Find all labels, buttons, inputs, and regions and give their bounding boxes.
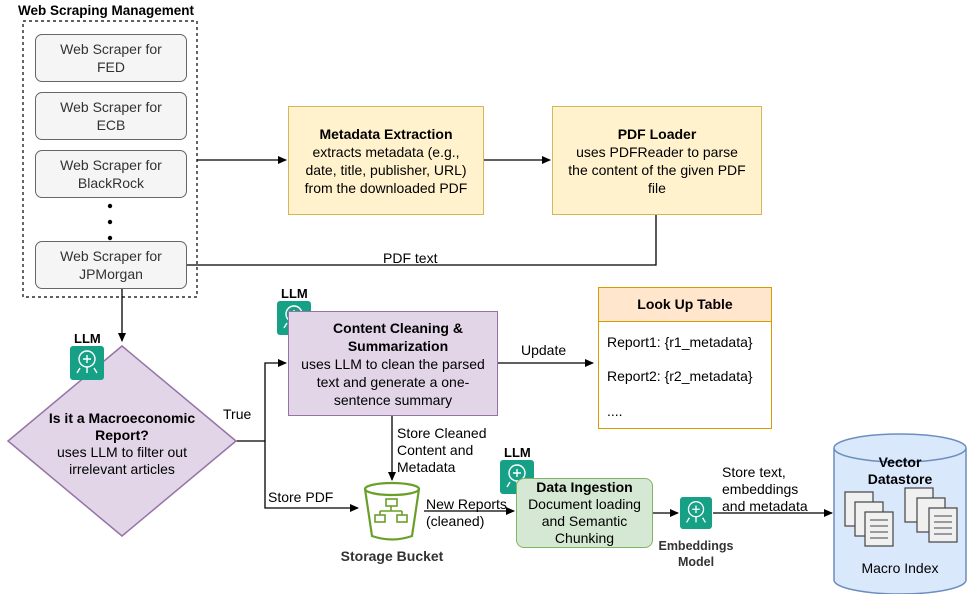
- edge-label-update: Update: [521, 342, 567, 358]
- vector-index-label: Macro Index: [861, 560, 939, 576]
- edge-decision-store-pdf: [264, 441, 359, 512]
- scraper-label: Web Scraper for: [60, 248, 162, 264]
- scraper-source: FED: [96, 59, 125, 75]
- embeddings-model-icon: [680, 497, 712, 529]
- content-cleaning-title: Content Cleaning & Summarization: [333, 319, 463, 354]
- scraper-ellipsis-dot: [107, 219, 113, 225]
- scraper-label: Web Scraper for: [60, 157, 162, 173]
- decision-body: uses LLM to filter out irrelevant articl…: [57, 444, 187, 477]
- documents-icon: [844, 487, 958, 547]
- edge-label-true: True: [223, 406, 252, 422]
- pdf-loader-box: PDF Loader uses PDFReader to parse the c…: [552, 106, 762, 215]
- edge-label-store-pdf: Store PDF: [268, 489, 334, 505]
- lookup-table-row: Report1: {r1_metadata}: [607, 334, 753, 350]
- lookup-table-title: Look Up Table: [599, 288, 771, 322]
- metadata-extraction-body: extracts metadata (e.g., date, title, pu…: [304, 143, 468, 196]
- content-cleaning-box: Content Cleaning & Summarization uses LL…: [288, 311, 498, 416]
- lookup-table-row: Report2: {r2_metadata}: [607, 368, 753, 384]
- document-lines: [870, 515, 952, 539]
- data-ingestion-box: Data Ingestion Document loading and Sema…: [516, 478, 653, 548]
- llm-label: LLM: [74, 331, 101, 346]
- data-ingestion-title: Data Ingestion: [536, 479, 633, 495]
- decision-diamond: [6, 345, 238, 537]
- edge-label-store-cleaned: Store Cleaned Content and Metadata: [397, 425, 487, 475]
- bucket-icon: [363, 481, 421, 541]
- llm-brain-icon: [70, 346, 104, 380]
- decision-title: Is it a Macroeconomic Report?: [48, 410, 196, 443]
- vector-datastore-cylinder: [833, 433, 967, 594]
- edge-label-new-reports: New Reports (cleaned): [426, 496, 507, 529]
- scraper-label: Web Scraper for: [60, 99, 162, 115]
- pdf-loader-title: PDF Loader: [617, 125, 697, 142]
- edge-label-pdf-text: PDF text: [383, 250, 438, 266]
- llm-label: LLM: [281, 286, 308, 301]
- lookup-table-row: ....: [607, 403, 623, 419]
- edge-label-store-text: Store text, embeddings and metadata: [722, 464, 808, 514]
- scraping-group-title: Web Scraping Management: [18, 3, 195, 18]
- metadata-extraction-box: Metadata Extraction extracts metadata (e…: [288, 106, 484, 215]
- vector-datastore-title: Vector Datastore: [867, 454, 933, 487]
- scraper-ellipsis-dot: [107, 203, 113, 209]
- pdf-loader-body: uses PDFReader to parse the content of t…: [568, 143, 746, 196]
- metadata-extraction-title: Metadata Extraction: [319, 125, 453, 142]
- lookup-table: Look Up Table Report1: {r1_metadata} Rep…: [598, 287, 772, 429]
- llm-label: LLM: [504, 445, 531, 460]
- decision-text: Is it a Macroeconomic Report? uses LLM t…: [40, 410, 204, 478]
- scraper-source: JPMorgan: [79, 266, 143, 282]
- edge-decision-true: [236, 359, 287, 442]
- edge-pdfloader-to-decision: [118, 215, 657, 342]
- content-cleaning-body: uses LLM to clean the parsed text and ge…: [301, 355, 485, 408]
- embeddings-model-label: Embeddings Model: [658, 539, 734, 569]
- data-ingestion-body: Document loading and Semantic Chunking: [528, 496, 641, 546]
- scraper-source: BlackRock: [77, 175, 145, 191]
- scraper-label: Web Scraper for: [60, 41, 162, 57]
- scraping-group-border: [22, 20, 198, 298]
- scraper-source: ECB: [96, 117, 126, 133]
- scraper-ellipsis-dot: [107, 235, 113, 241]
- storage-bucket-label: Storage Bucket: [340, 548, 444, 564]
